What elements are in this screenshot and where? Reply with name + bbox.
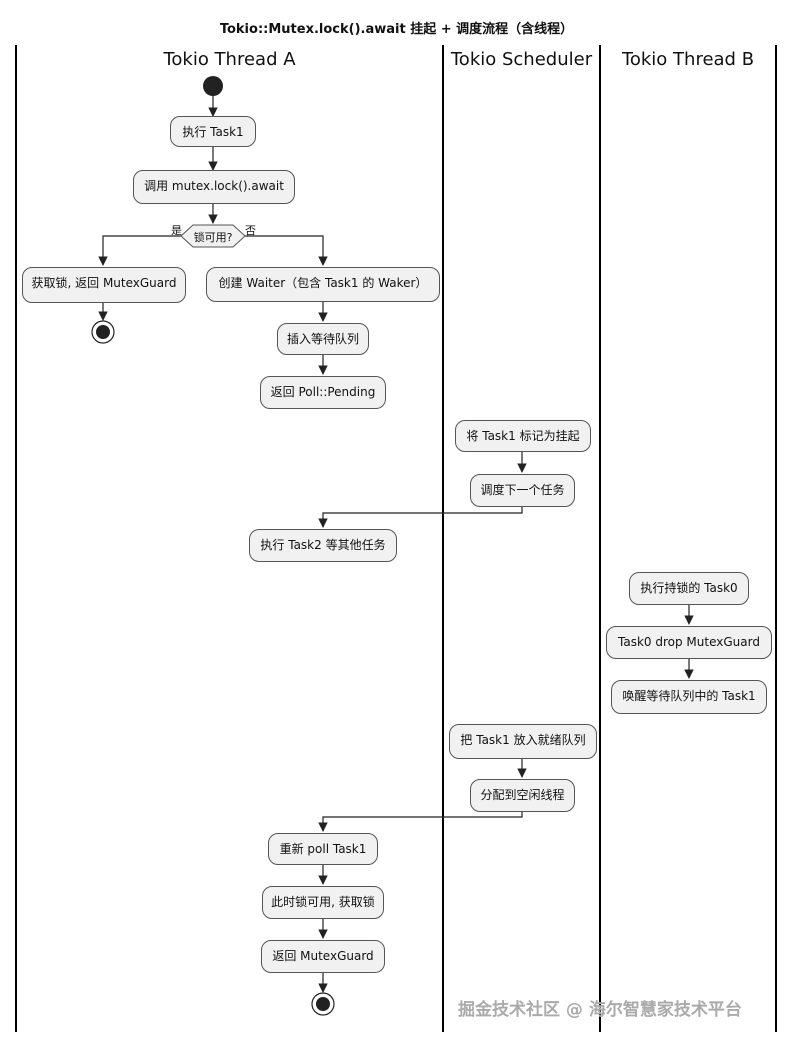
end-node-1 — [91, 320, 115, 344]
node-repoll-task1: 重新 poll Task1 — [268, 833, 378, 865]
branch-yes-label: 是 — [171, 224, 182, 237]
watermark: 掘金技术社区 @ 海尔智慧家技术平台 — [458, 1000, 742, 1020]
diagram-title: Tokio::Mutex.lock().await 挂起 + 调度流程（含线程） — [219, 22, 574, 37]
end-node-2 — [311, 992, 335, 1016]
node-put-ready: 把 Task1 放入就绪队列 — [449, 724, 597, 759]
node-call-lock: 调用 mutex.lock().await — [133, 170, 295, 204]
node-run-task0: 执行持锁的 Task0 — [629, 572, 749, 605]
node-run-task2: 执行 Task2 等其他任务 — [249, 529, 397, 562]
node-get-lock: 获取锁, 返回 MutexGuard — [22, 267, 186, 303]
decision-lock-available: 锁可用? — [193, 231, 233, 244]
node-drop-guard: Task0 drop MutexGuard — [606, 626, 772, 659]
node-assign-thread: 分配到空闲线程 — [470, 779, 575, 812]
node-schedule-next: 调度下一个任务 — [470, 474, 575, 507]
lane-title-scheduler: Tokio Scheduler — [450, 49, 593, 70]
node-wake-task1: 唤醒等待队列中的 Task1 — [611, 680, 767, 714]
node-return-pending: 返回 Poll::Pending — [260, 376, 386, 409]
node-mark-suspended: 将 Task1 标记为挂起 — [455, 420, 591, 452]
node-insert-queue: 插入等待队列 — [277, 323, 369, 355]
node-lock-available: 此时锁可用, 获取锁 — [262, 886, 384, 919]
node-return-guard: 返回 MutexGuard — [261, 940, 385, 973]
lane-title-thread-b: Tokio Thread B — [621, 49, 755, 70]
swimlane-borders — [15, 45, 777, 1032]
node-run-task1: 执行 Task1 — [170, 116, 256, 147]
lane-title-thread-a: Tokio Thread A — [163, 49, 296, 70]
start-node — [203, 76, 223, 96]
branch-no-label: 否 — [245, 224, 256, 237]
decision-diamond — [180, 224, 246, 248]
node-create-waiter: 创建 Waiter（包含 Task1 的 Waker） — [206, 267, 440, 302]
